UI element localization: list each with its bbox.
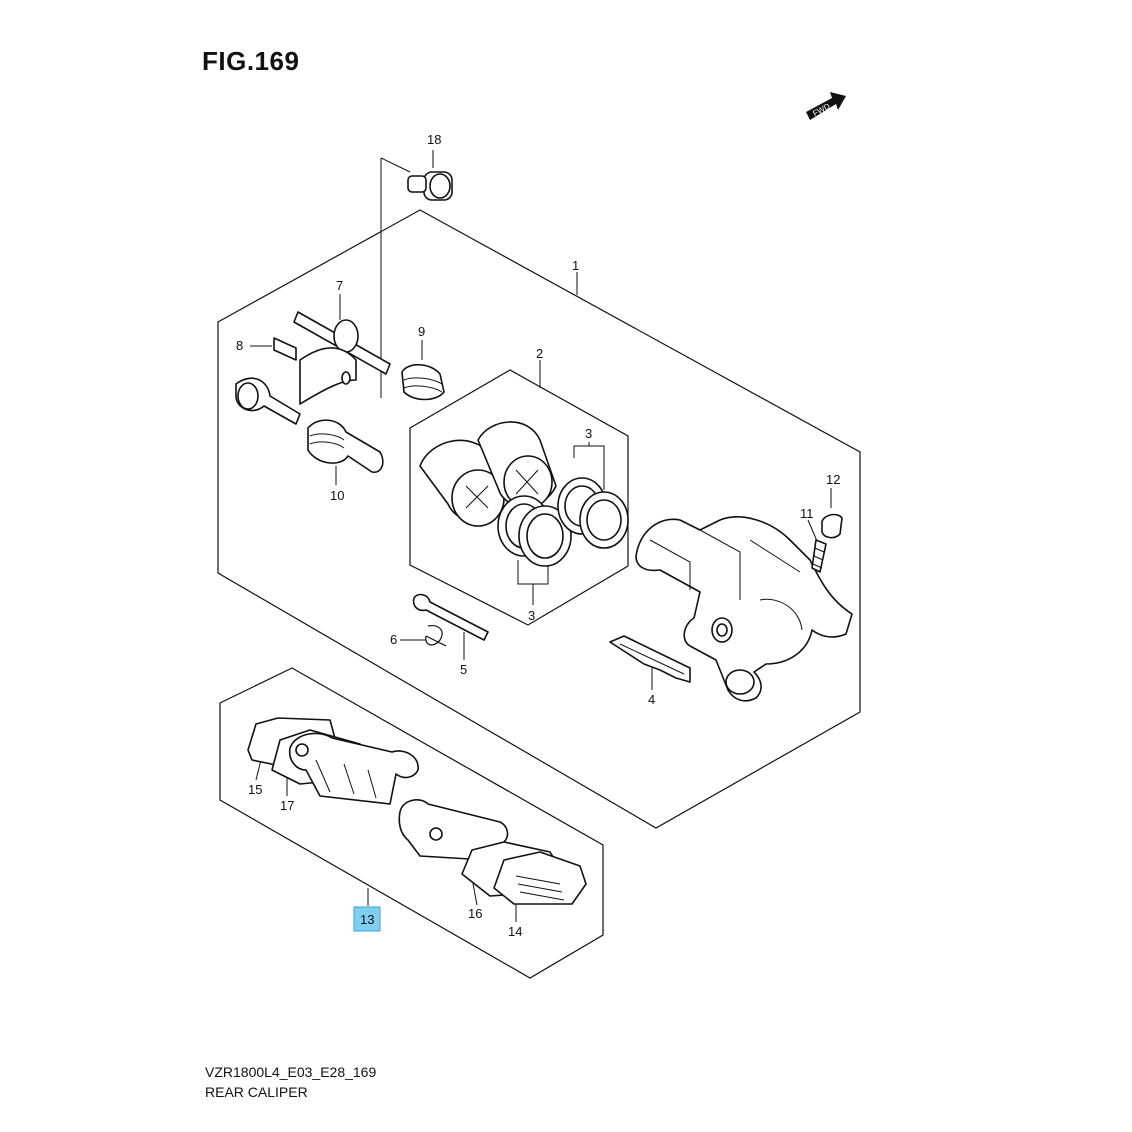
callout-9: 9 (418, 324, 425, 339)
callout-10: 10 (330, 488, 344, 503)
part-5-pad-pin (412, 593, 489, 641)
brake-pad-lower (398, 799, 509, 861)
part-6-clip (425, 625, 447, 647)
callout-3-upper: 3 (585, 426, 592, 441)
part-18-cap (407, 171, 453, 201)
callout-14: 14 (508, 924, 522, 939)
callout-4: 4 (648, 692, 655, 707)
piston-group-outline (409, 369, 629, 626)
callout-11: 11 (800, 506, 814, 521)
brake-pad-upper (288, 732, 419, 805)
callout-2: 2 (536, 346, 543, 361)
callout-6: 6 (390, 632, 397, 647)
figure-title: FIG.169 (202, 46, 300, 76)
brake-pad-group-outline (219, 667, 604, 979)
part-9-boot (401, 363, 445, 401)
part-2-pistons (419, 421, 557, 527)
caliper-body (635, 516, 853, 702)
section-name: REAR CALIPER (205, 1084, 308, 1100)
callout-16: 16 (468, 906, 482, 921)
part-8-clip (273, 337, 297, 361)
part-10-boot-pin (307, 419, 384, 473)
callout-8: 8 (236, 338, 243, 353)
callout-3-lower: 3 (528, 608, 535, 623)
callout-7: 7 (336, 278, 343, 293)
part-4-pad-spring (609, 635, 691, 683)
model-code: VZR1800L4_E03_E28_169 (205, 1064, 377, 1080)
callout-18: 18 (427, 132, 441, 147)
part-7-lower-pin (235, 377, 301, 425)
part-13-highlight[interactable] (353, 906, 381, 932)
callout-5: 5 (460, 662, 467, 677)
part-14-pad-shim (493, 851, 587, 905)
callout-12: 12 (826, 472, 840, 487)
part-7-pin-bolt (293, 311, 391, 405)
forward-arrow-icon: FWD (806, 92, 846, 120)
callout-13: 13 (360, 912, 374, 927)
callout-17: 17 (280, 798, 294, 813)
callout-1: 1 (572, 258, 579, 273)
caliper-assembly-outline (217, 209, 861, 829)
part-12-bleeder-cap (821, 513, 843, 539)
callout-labels: 18 1 7 8 9 2 3 10 12 11 3 6 5 4 15 17 13… (236, 132, 840, 939)
part-11-bleeder-screw (811, 539, 827, 573)
part-3-seals (497, 477, 629, 567)
callout-15: 15 (248, 782, 262, 797)
